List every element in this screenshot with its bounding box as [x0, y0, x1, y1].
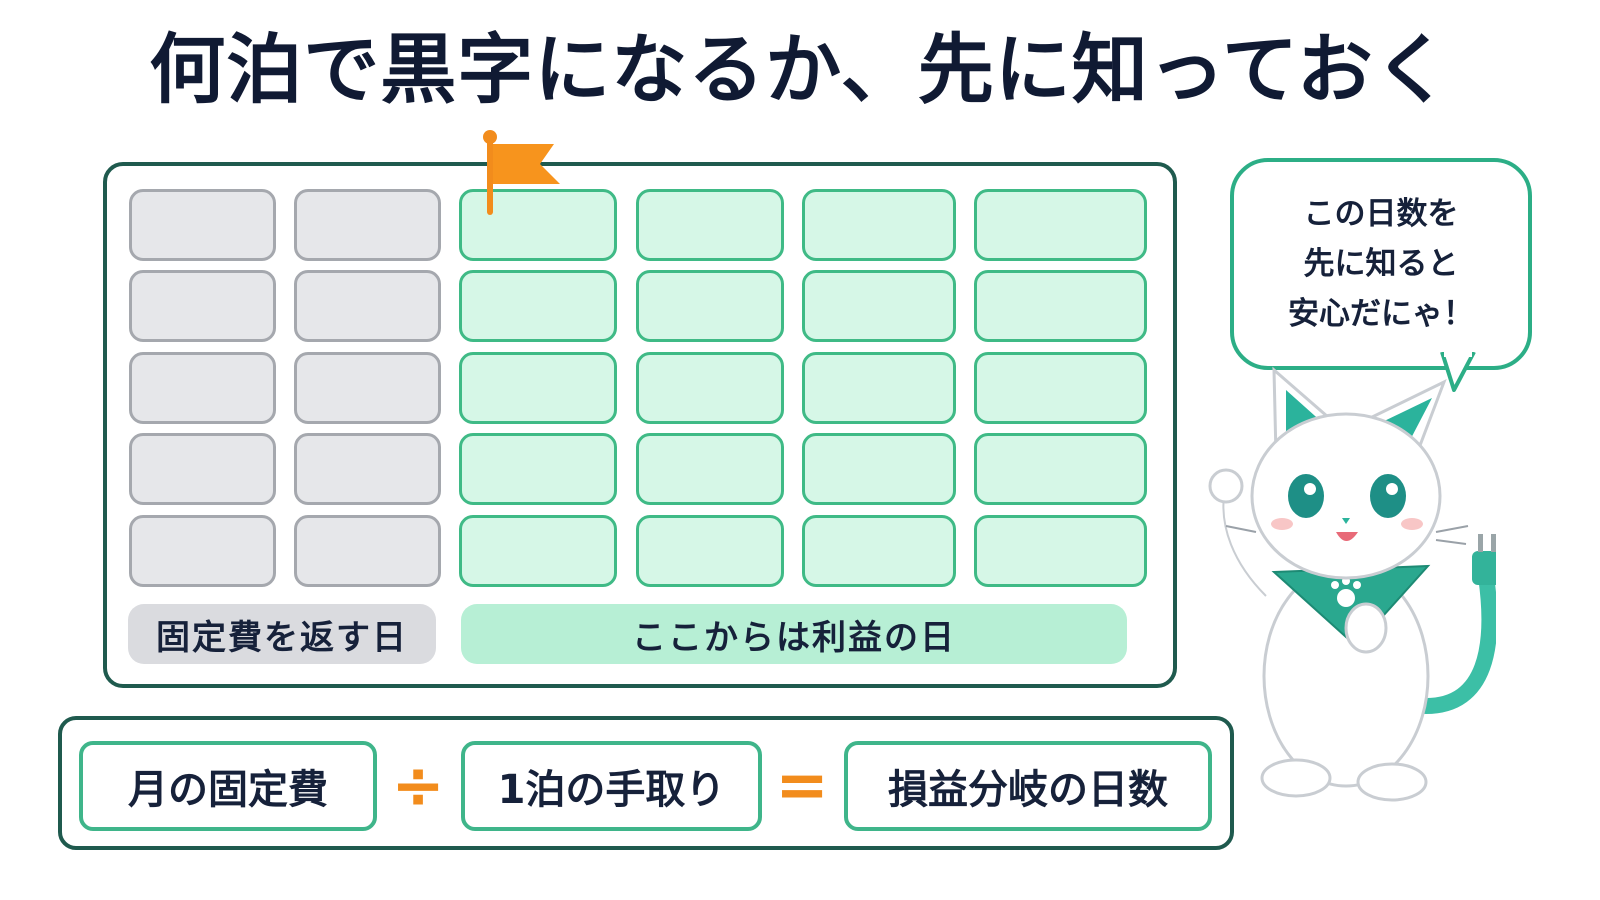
profit-days-label: ここからは利益の日: [461, 604, 1127, 664]
formula-term-monthly-fixed-cost: 月の固定費: [79, 741, 377, 831]
plug-icon: [1472, 534, 1496, 585]
fixed-cost-day-cell: [294, 515, 441, 587]
bubble-line-2: 先に知ると: [1303, 246, 1459, 282]
bubble-line-1: この日数を: [1303, 196, 1459, 232]
fixed-cost-days-label: 固定費を返す日: [128, 604, 436, 664]
fixed-cost-day-cell: [294, 189, 441, 261]
profit-day-cell: [459, 515, 617, 587]
profit-day-cell: [974, 270, 1147, 342]
formula-term-net-per-night: 1泊の手取り: [461, 741, 762, 831]
profit-day-cell: [459, 352, 617, 424]
profit-day-cell: [459, 189, 617, 261]
cat-mascot: [1208, 366, 1496, 802]
profit-day-cell: [802, 270, 956, 342]
profit-day-cell: [636, 189, 784, 261]
speech-bubble: この日数を 先に知ると 安心だにゃ！: [1230, 158, 1532, 370]
fixed-cost-day-cell: [129, 189, 276, 261]
profit-day-cell: [802, 352, 956, 424]
flag-icon: [483, 130, 560, 215]
profit-day-cell: [636, 270, 784, 342]
speech-bubble-tail: [1440, 352, 1476, 392]
fixed-cost-day-cell: [129, 515, 276, 587]
fixed-cost-day-cell: [294, 270, 441, 342]
profit-day-cell: [459, 433, 617, 505]
profit-day-cell: [636, 352, 784, 424]
profit-day-cell: [636, 433, 784, 505]
fixed-cost-day-cell: [294, 352, 441, 424]
formula-equals-sign: =: [775, 749, 829, 823]
formula-result-breakeven-days: 損益分岐の日数: [844, 741, 1212, 831]
fixed-cost-day-cell: [129, 270, 276, 342]
profit-day-cell: [636, 515, 784, 587]
profit-day-cell: [802, 515, 956, 587]
bubble-line-3: 安心だにゃ！: [1288, 296, 1474, 332]
profit-day-cell: [802, 433, 956, 505]
profit-day-cell: [459, 270, 617, 342]
fixed-cost-day-cell: [129, 433, 276, 505]
profit-day-cell: [974, 515, 1147, 587]
profit-day-cell: [802, 189, 956, 261]
profit-day-cell: [974, 189, 1147, 261]
profit-day-cell: [974, 352, 1147, 424]
fixed-cost-day-cell: [129, 352, 276, 424]
formula-divide-sign: ÷: [391, 749, 445, 823]
profit-day-cell: [974, 433, 1147, 505]
page-title: 何泊で黒字になるか、先に知っておく: [149, 25, 1451, 114]
fixed-cost-day-cell: [294, 433, 441, 505]
speech-bubble-text: この日数を 先に知ると 安心だにゃ！: [1288, 189, 1474, 339]
